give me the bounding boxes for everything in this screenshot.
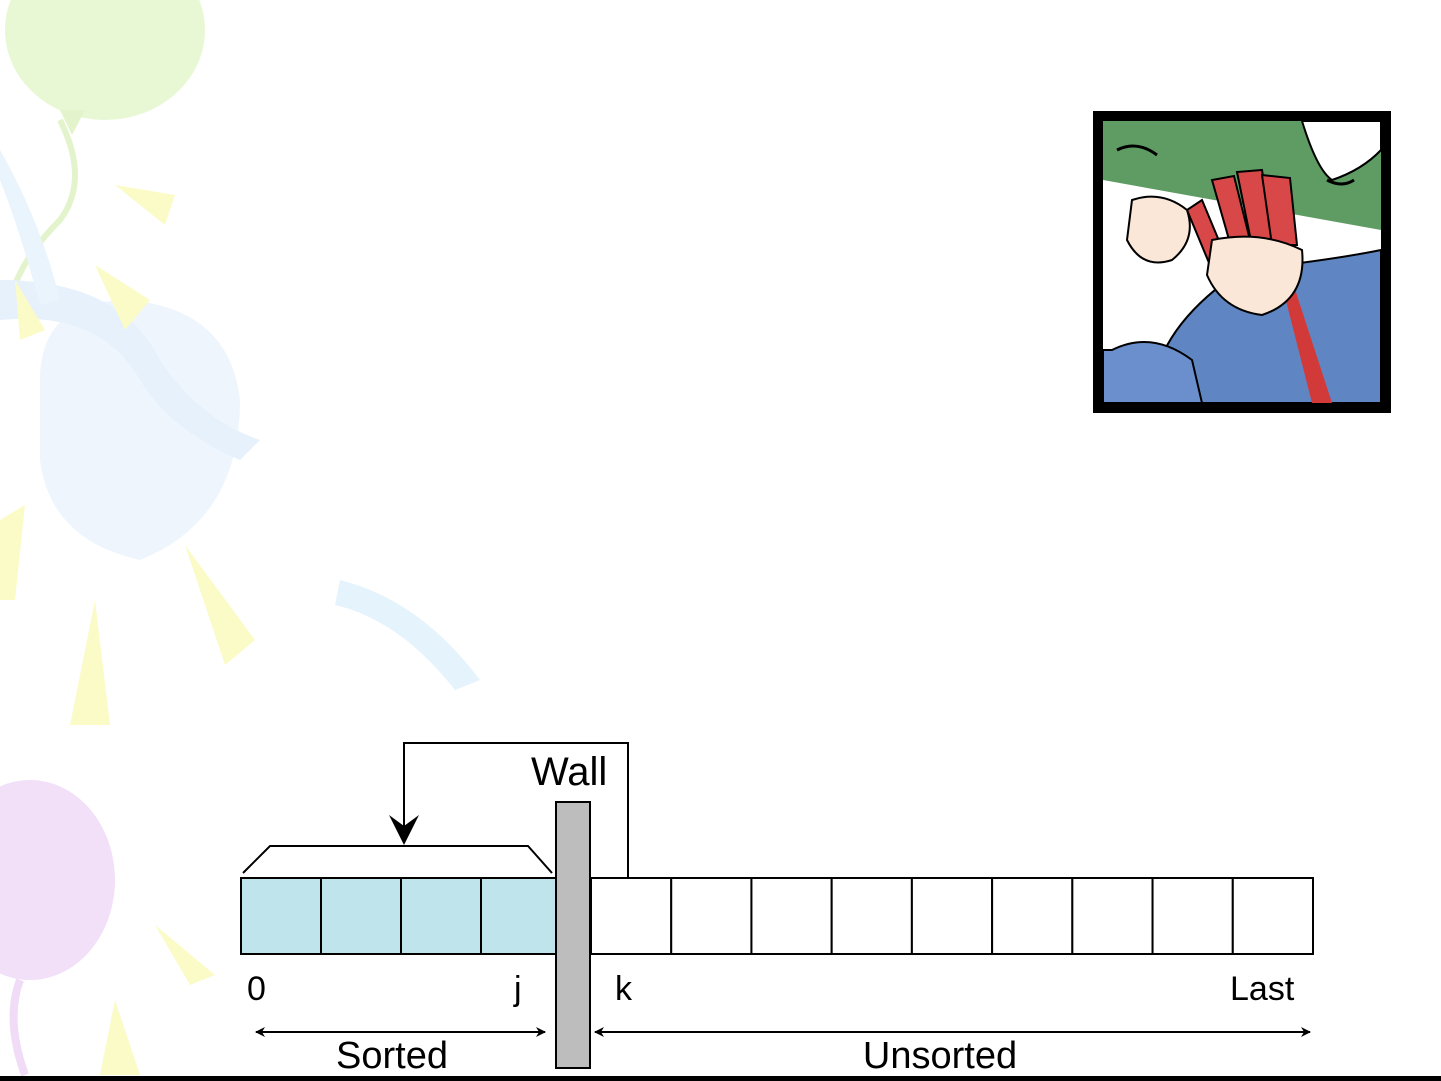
unsorted-cell — [671, 878, 751, 954]
unsorted-cell — [751, 878, 831, 954]
wall-bar — [556, 802, 590, 1068]
sorted-label: Sorted — [336, 1035, 448, 1077]
index-j-label: j — [513, 970, 522, 1008]
unsorted-cell — [992, 878, 1072, 954]
index-last-label: Last — [1230, 970, 1295, 1008]
unsorted-cell — [1072, 878, 1152, 954]
sorted-cell — [481, 878, 561, 954]
sorted-cells — [241, 878, 561, 954]
unsorted-cell — [912, 878, 992, 954]
unsorted-cell — [832, 878, 912, 954]
slide-bottom-rule — [0, 1076, 1441, 1081]
sorted-cell — [241, 878, 321, 954]
sorted-cell — [321, 878, 401, 954]
sorted-bracket — [243, 846, 552, 873]
unsorted-cell — [1153, 878, 1233, 954]
unsorted-label: Unsorted — [863, 1035, 1017, 1077]
index-start-label: 0 — [247, 970, 266, 1008]
index-k-label: k — [615, 970, 633, 1008]
wall-label: Wall — [531, 750, 607, 794]
sorted-cell — [401, 878, 481, 954]
unsorted-cells — [591, 878, 1313, 954]
unsorted-cell — [1233, 878, 1313, 954]
unsorted-cell — [591, 878, 671, 954]
